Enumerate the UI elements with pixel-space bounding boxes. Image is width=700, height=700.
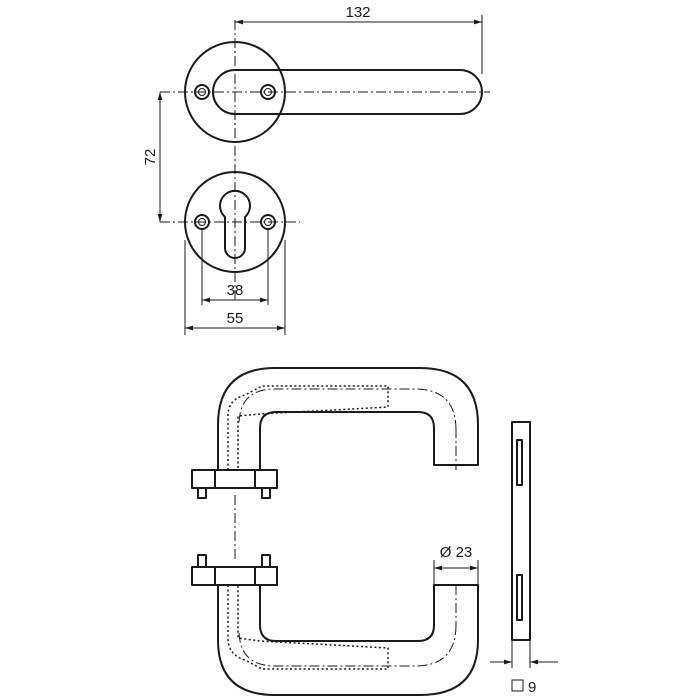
dimension-handle-length: 132 bbox=[235, 4, 483, 74]
side-view-upper-handle bbox=[191, 367, 479, 499]
dimension-spindle-square: 9 bbox=[490, 640, 558, 696]
center-lines-front-view bbox=[160, 20, 490, 300]
dimension-screw-spacing: 38 bbox=[201, 229, 269, 305]
square-symbol-icon bbox=[511, 679, 524, 692]
rose-spacing-label: 72 bbox=[142, 149, 159, 166]
dimension-rose-spacing: 72 bbox=[142, 92, 163, 222]
upper-rose-flange bbox=[191, 469, 278, 499]
dimension-rose-diameter: 55 bbox=[184, 240, 286, 335]
handle-length-label: 132 bbox=[345, 4, 370, 21]
side-view-lower-handle bbox=[191, 554, 479, 696]
lower-rose-flange bbox=[191, 554, 278, 586]
dimension-handle-diameter: Ø 23 bbox=[433, 544, 479, 588]
spindle-square-label: 9 bbox=[528, 679, 536, 696]
handle-diameter-label: Ø 23 bbox=[440, 544, 473, 561]
spindle-profile bbox=[511, 421, 531, 641]
rose-diameter-label: 55 bbox=[227, 310, 244, 327]
screw-spacing-label: 38 bbox=[227, 282, 244, 299]
